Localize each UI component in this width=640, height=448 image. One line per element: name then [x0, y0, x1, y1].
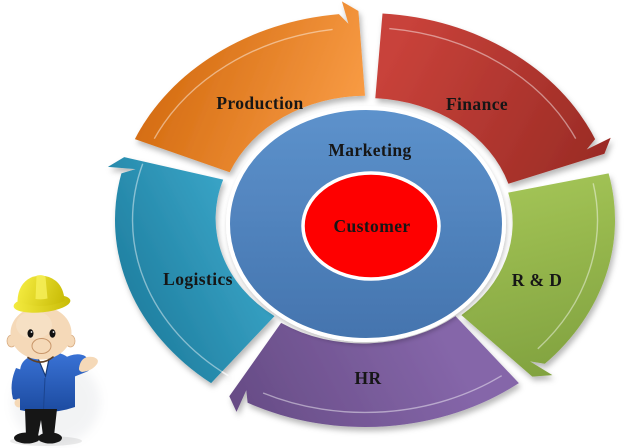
- worker-smile: [27, 356, 54, 363]
- label-hr: HR: [354, 368, 381, 388]
- worker-hat-ridge: [35, 275, 48, 300]
- worker-mascot: [6, 275, 100, 446]
- label-production: Production: [216, 93, 303, 113]
- segment-highlight: [389, 27, 577, 139]
- segment-hr-arrow: [229, 316, 519, 428]
- label-logistics: Logistics: [163, 269, 233, 289]
- worker-pants: [25, 409, 57, 436]
- worker-face-shine: [16, 311, 52, 339]
- label-rd: R & D: [512, 270, 563, 290]
- worker-shoe-right: [38, 432, 62, 444]
- worker-face: [10, 306, 72, 360]
- worker-shoe-left: [14, 432, 40, 444]
- segment-logistics-arrow: [107, 157, 275, 384]
- worker-eye-glint-left: [30, 331, 33, 333]
- worker-nose: [31, 338, 52, 354]
- segment-highlight: [131, 163, 229, 377]
- label-finance: Finance: [446, 94, 508, 114]
- worker-eye-right: [49, 329, 56, 338]
- worker-right-hand: [78, 356, 98, 372]
- segment-finance-arrow: [375, 13, 611, 184]
- label-marketing: Marketing: [328, 140, 411, 160]
- segment-highlight: [262, 375, 503, 414]
- segment-production-arrow: [134, 1, 365, 173]
- label-customer: Customer: [333, 216, 410, 236]
- labels: Production Finance R & D HR Logistics Ma…: [163, 93, 562, 388]
- worker-eye-glint-right: [52, 331, 55, 333]
- worker-shirt: [37, 354, 50, 376]
- center-circles: [226, 106, 506, 342]
- worker-jacket-seam: [43, 377, 46, 411]
- segment-highlight: [153, 28, 333, 140]
- worker-eye-left: [27, 329, 34, 338]
- segment-rd-arrow: [461, 173, 616, 377]
- customer-core: [301, 171, 441, 281]
- segment-highlight: [537, 183, 599, 350]
- cycle-ring: [107, 1, 616, 428]
